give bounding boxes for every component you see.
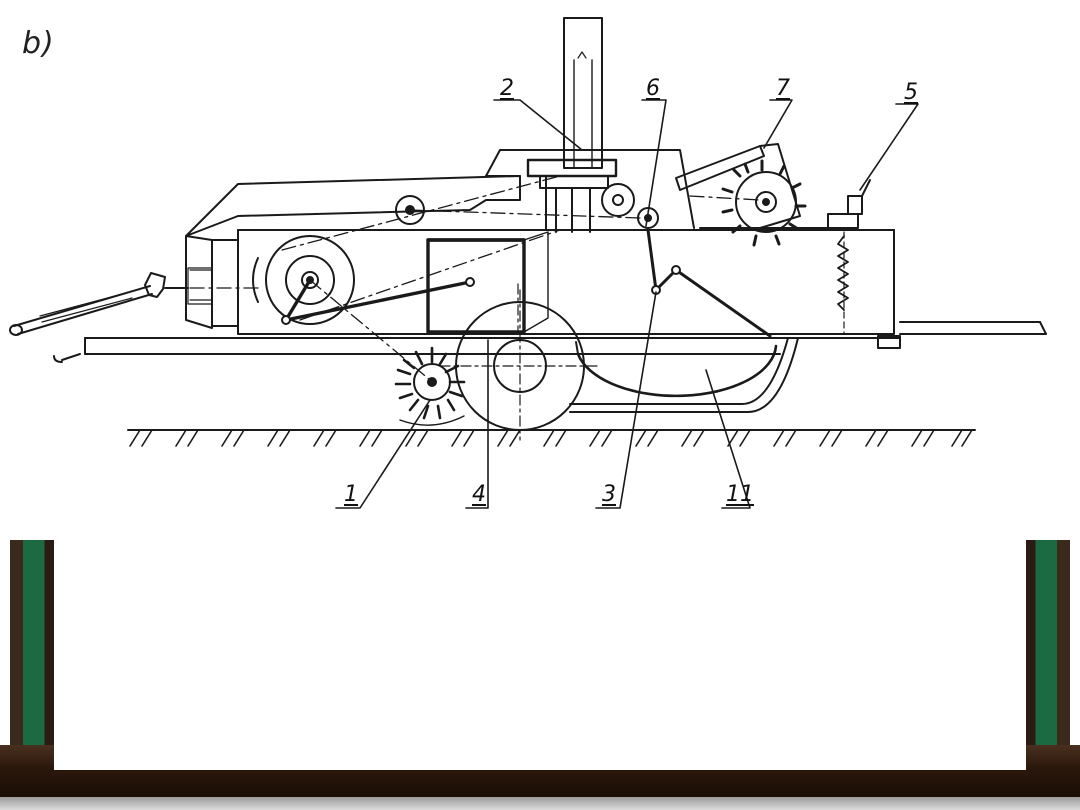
callout-3: 3: [602, 482, 616, 507]
vertical-chute: [526, 17, 618, 233]
ground-hatching: [129, 429, 973, 447]
callout-5: 5: [904, 80, 918, 105]
frame-post-left: [10, 540, 54, 755]
leader-lines: [335, 99, 919, 509]
feed-drum: [575, 341, 778, 398]
callout-4: 4: [472, 482, 486, 507]
blank-board-panel: [54, 540, 1026, 774]
wheel: [439, 289, 601, 441]
knotter-star-wheel: [675, 143, 831, 247]
crank-linkage: [284, 278, 472, 322]
upper-housing: [485, 149, 695, 229]
callout-2: 2: [500, 76, 514, 101]
skid: [569, 337, 799, 413]
callout-6: 6: [646, 76, 660, 101]
figure-label: b): [22, 26, 55, 61]
pickup-reel: [394, 346, 466, 426]
packer-arms: [646, 228, 772, 338]
density-control: [827, 179, 871, 335]
drawbar: [9, 272, 189, 336]
callout-1: 1: [344, 482, 358, 507]
plunger: [426, 231, 549, 334]
callout-11: 11: [726, 482, 754, 507]
frame-post-right: [1026, 540, 1070, 755]
callout-7: 7: [776, 76, 790, 101]
frame-shadow: [0, 797, 1080, 810]
drive-pulleys: [252, 183, 659, 325]
bale-chamber-housing: [185, 175, 895, 335]
chassis-frame: [53, 321, 1047, 363]
baler-technical-drawing: [9, 17, 1047, 509]
